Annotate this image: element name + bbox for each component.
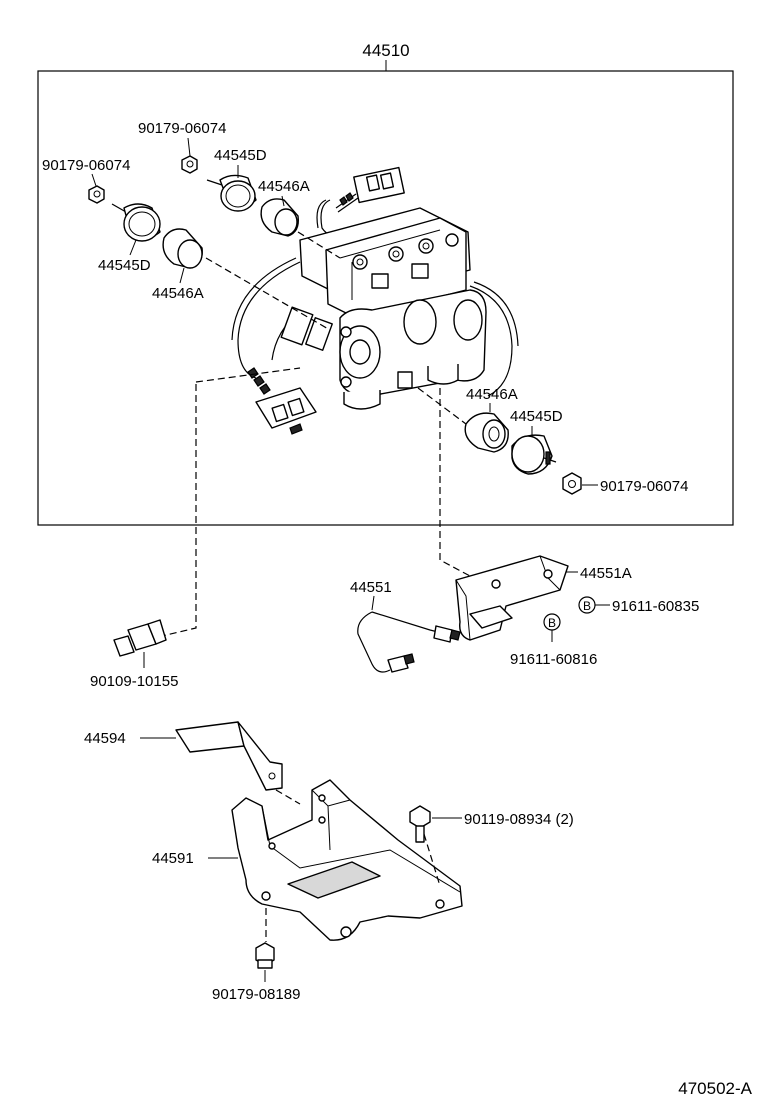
- label-tube: 44551: [350, 579, 392, 596]
- callout-b-right: B: [578, 596, 596, 614]
- callout-b-lower: B: [543, 613, 561, 631]
- label-cap-right: 44545D: [510, 408, 563, 425]
- assembly-label: 44510: [362, 41, 409, 60]
- connector-bottom-icon: [255, 387, 317, 435]
- label-bracket-lower: 44591: [152, 850, 194, 867]
- label-bush-right: 44546A: [466, 386, 518, 403]
- label-cap-top: 44545D: [214, 147, 267, 164]
- label-bolt-lower: 90119-08934 (2): [464, 811, 574, 828]
- label-cap-left: 44545D: [98, 257, 151, 274]
- nut-left-icon: [88, 185, 105, 204]
- bush-top-icon: [260, 198, 299, 237]
- label-switch: 90109-10155: [90, 673, 178, 690]
- switch-leader: [161, 384, 197, 637]
- nut-lower-icon: [255, 942, 275, 969]
- bracket-a-leader: [439, 388, 471, 577]
- bracket-a-icon: [455, 555, 569, 641]
- actuator-body: [231, 166, 519, 435]
- bush-right-icon: [464, 412, 509, 453]
- connector-top-icon: [335, 166, 405, 213]
- cap-left-icon: [111, 203, 161, 242]
- bolt-lower-icon: [409, 805, 431, 843]
- label-bracket-a: 44551A: [580, 565, 632, 582]
- nut-right-icon: [562, 472, 582, 495]
- label-screw-right: 90179-06074: [600, 478, 688, 495]
- svg-text:B: B: [548, 616, 556, 630]
- label-bush-top: 44546A: [258, 178, 310, 195]
- label-bolt-b2: 91611-60816: [510, 651, 597, 668]
- label-nut-lower: 90179-08189: [212, 986, 300, 1003]
- nut-top-icon: [181, 155, 198, 174]
- label-bush-left: 44546A: [152, 285, 204, 302]
- label-bracket-upper: 44594: [84, 730, 126, 747]
- label-bolt-b: 91611-60835: [612, 598, 699, 615]
- switch-icon: [113, 619, 167, 657]
- label-screw-top-b: 90179-06074: [42, 157, 130, 174]
- bush-left-icon: [162, 228, 203, 269]
- cap-right-icon: [511, 434, 557, 475]
- svg-text:B: B: [583, 599, 591, 613]
- tube-icon: [357, 611, 461, 673]
- cap-top-icon: [206, 174, 257, 212]
- bracket-upper-icon: [175, 721, 283, 791]
- bracket-lower-icon: [231, 779, 463, 941]
- label-screw-top-a: 90179-06074: [138, 120, 226, 137]
- figure-code: 470502-A: [678, 1079, 752, 1098]
